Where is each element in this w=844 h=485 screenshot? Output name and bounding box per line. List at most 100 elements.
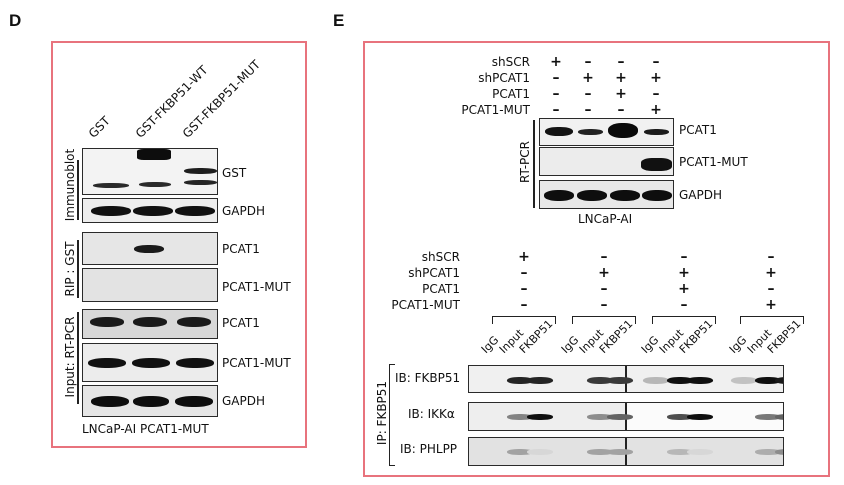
blot-label-ib-phlpp: IB: PHLPP [400, 442, 458, 456]
band [587, 414, 613, 420]
band [578, 129, 603, 135]
cond-value: – [652, 54, 660, 70]
band [687, 414, 713, 420]
blot-e-ib-fkbp51 [468, 365, 784, 393]
panel-d-footer: LNCaP-AI PCAT1-MUT [82, 422, 209, 436]
blot-label-top-gapdh: GAPDH [679, 188, 723, 202]
cond-label-pcat1: PCAT1 [492, 87, 530, 101]
band [133, 317, 167, 327]
cond-value: – [680, 297, 688, 313]
band [527, 414, 553, 420]
side-label-rtpcr: RT-PCR [518, 141, 532, 183]
group-line-rip [77, 240, 79, 298]
blot-e-top-gapdh [539, 180, 674, 209]
band [139, 182, 171, 187]
cond-value: – [520, 265, 528, 281]
band [175, 396, 213, 407]
blot-e-top-pcat1 [539, 118, 674, 146]
rtpcr-line [533, 120, 535, 208]
blot-d-gst [82, 148, 218, 195]
blot-d-rip-pcat1-mut [82, 268, 218, 302]
panel-d-frame [51, 41, 307, 448]
band [184, 168, 217, 174]
lane-group-bracket [572, 316, 636, 324]
band [775, 449, 783, 455]
blot-label-input-pcat1-mut: PCAT1-MUT [222, 356, 291, 370]
cond-value: – [552, 102, 560, 118]
blot-e-top-pcat1-mut [539, 147, 674, 176]
band [90, 317, 124, 327]
blot-label-top-pcat1-mut: PCAT1-MUT [679, 155, 748, 169]
cond-label-pcat1-mut-bottom: PCAT1-MUT [391, 298, 460, 312]
band [641, 158, 672, 171]
panel-e-letter: E [333, 11, 345, 30]
band [607, 414, 633, 420]
cond-value: – [767, 281, 775, 297]
band [755, 414, 781, 420]
side-label-ip-fkbp51: IP: FKBP51 [375, 380, 389, 446]
band [642, 190, 672, 201]
band [577, 190, 607, 201]
blot-e-ib-ikka [468, 402, 784, 431]
band [731, 377, 757, 384]
band [755, 377, 781, 384]
band [587, 449, 613, 455]
cond-value: – [617, 54, 625, 70]
blot-label-input-gapdh: GAPDH [222, 394, 266, 408]
blot-label-rip-pcat1-mut: PCAT1-MUT [222, 280, 291, 294]
cond-value: + [765, 265, 777, 281]
band [177, 317, 211, 327]
band [544, 190, 574, 201]
group-line-immunoblot [77, 160, 79, 220]
cond-label-shscr: shSCR [491, 55, 530, 69]
cond-label-pcat1-bottom: PCAT1 [422, 282, 460, 296]
cond-value: – [584, 54, 592, 70]
band [775, 377, 783, 384]
band [667, 377, 693, 384]
band [608, 123, 638, 138]
cond-value: – [552, 86, 560, 102]
band [184, 180, 217, 185]
band [133, 206, 173, 216]
band [93, 183, 129, 188]
cond-value: + [678, 281, 690, 297]
cond-value: – [680, 249, 688, 265]
band [132, 358, 170, 368]
cond-value: – [584, 102, 592, 118]
band [687, 449, 713, 455]
cond-value: – [552, 70, 560, 86]
cond-value: + [650, 102, 662, 118]
blot-label-top-pcat1: PCAT1 [679, 123, 717, 137]
cond-value: + [678, 265, 690, 281]
cond-value: + [765, 297, 777, 313]
cond-label-pcat1-mut: PCAT1-MUT [461, 103, 530, 117]
cond-value: – [520, 281, 528, 297]
blot-e-ib-phlpp [468, 437, 784, 466]
blot-d-input-pcat1-mut [82, 343, 218, 382]
band [527, 449, 553, 455]
cond-value: – [652, 86, 660, 102]
band [134, 245, 164, 253]
blot-d-rip-pcat1 [82, 232, 218, 265]
cond-value: + [550, 54, 562, 70]
cond-value: + [518, 249, 530, 265]
band [91, 396, 129, 407]
cond-value: + [615, 86, 627, 102]
band [755, 449, 781, 455]
band [175, 206, 215, 216]
panel-e-frame [363, 41, 830, 477]
group-label-immunoblot: Immunoblot [63, 148, 77, 222]
cond-value: – [584, 86, 592, 102]
cond-label-shscr-bottom: shSCR [421, 250, 460, 264]
band [507, 449, 533, 455]
cond-label-shpcat1: shPCAT1 [478, 71, 530, 85]
band [607, 449, 633, 455]
blot-label-input-pcat1: PCAT1 [222, 316, 260, 330]
band [91, 206, 131, 216]
cond-value: – [767, 249, 775, 265]
band [507, 414, 533, 420]
cond-value: – [600, 281, 608, 297]
band [667, 449, 693, 455]
blot-label-gst: GST [222, 166, 247, 180]
band [137, 149, 171, 160]
